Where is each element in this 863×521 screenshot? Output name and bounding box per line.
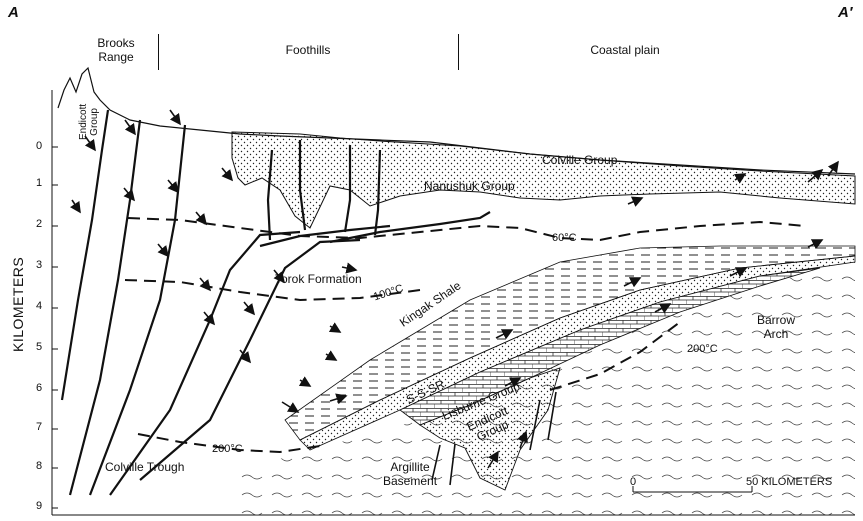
y-axis (52, 90, 58, 515)
label-nanushuk-group: Nanushuk Group (424, 179, 515, 193)
label-colville-group: Colville Group (542, 153, 617, 167)
isotherm-60c (128, 218, 805, 240)
label-argillite-basement: Argillite Basement (383, 460, 437, 488)
label-barrow-arch: Barrow Arch (757, 313, 795, 341)
label-isotherm-200c-left: 200°C (212, 443, 243, 455)
scale-bar-start-label: 0 (630, 476, 636, 488)
scale-bar-end-label: 50 KILOMETERS (746, 476, 832, 488)
label-isotherm-60c: 60°C (552, 232, 577, 244)
label-colville-trough: Colville Trough (105, 460, 184, 474)
label-isotherm-200c-right: 200°C (687, 343, 718, 355)
label-endicott-group-upper: Endicott Group (78, 104, 100, 140)
label-torok-formation: Torok Formation (275, 272, 362, 286)
nanushuk-group-fill (232, 132, 855, 228)
